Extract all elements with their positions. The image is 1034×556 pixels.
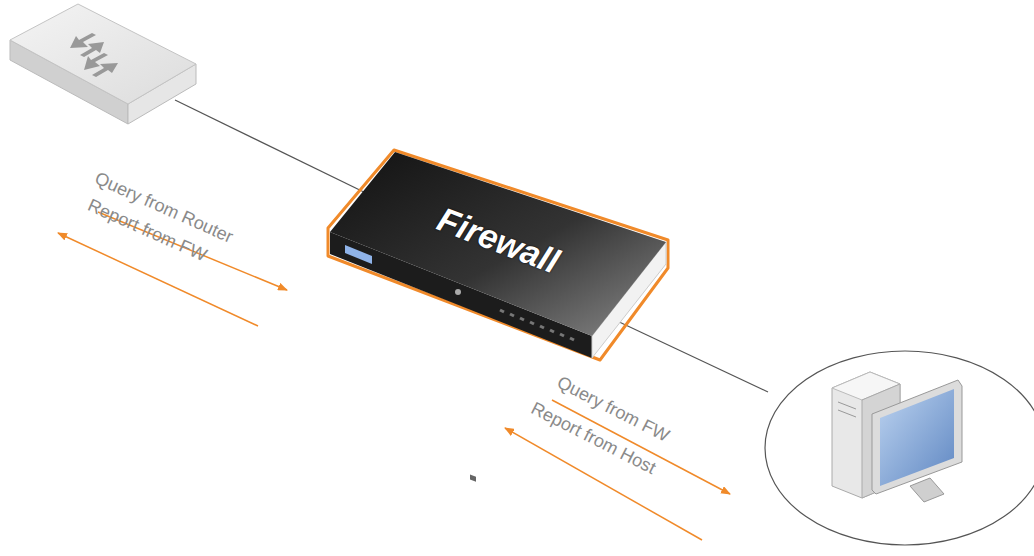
host-region <box>765 351 1034 545</box>
wire <box>175 100 372 196</box>
appliance-node: Firewall <box>435 221 562 260</box>
router-icon <box>10 4 196 124</box>
firewall-appliance <box>328 150 668 482</box>
host-computer <box>832 372 962 502</box>
wire <box>598 312 768 392</box>
flow-arrow <box>58 212 730 540</box>
